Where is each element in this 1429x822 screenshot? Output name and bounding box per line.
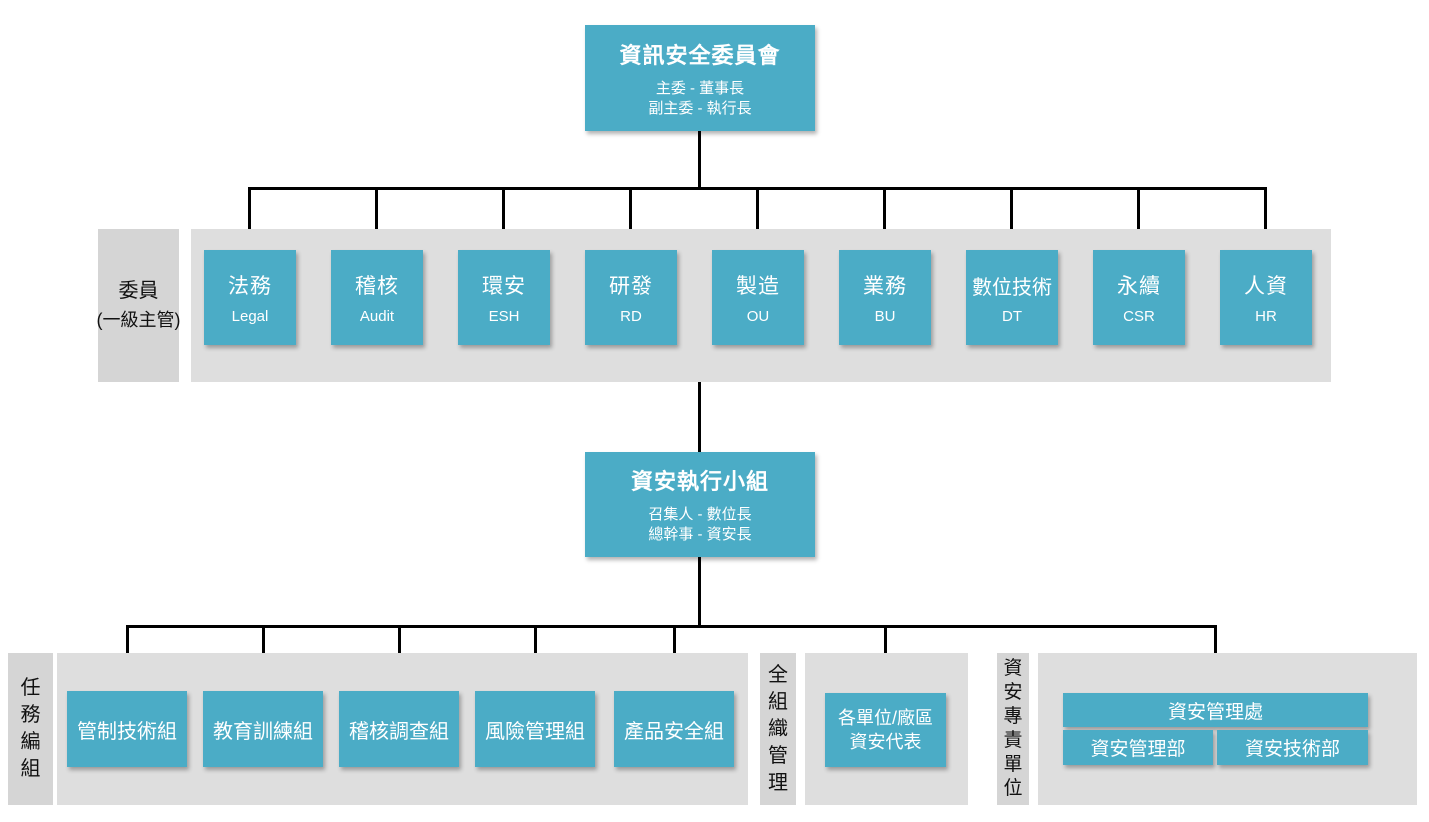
member-en: Legal bbox=[231, 308, 269, 325]
group-box-audit-investigation: 稽核調查組 bbox=[339, 691, 459, 767]
member-zh: 人資 bbox=[1244, 275, 1288, 298]
member-box-audit: 稽核 Audit bbox=[331, 250, 423, 345]
rep-line1: 各單位/廠區 bbox=[837, 708, 933, 728]
member-zh: 研發 bbox=[609, 275, 653, 298]
group-label: 稽核調查組 bbox=[349, 720, 449, 743]
member-en: RD bbox=[620, 308, 642, 325]
connector-member-drop bbox=[1264, 187, 1267, 251]
rep-box: 各單位/廠區 資安代表 bbox=[825, 693, 946, 767]
rep-line2: 資安代表 bbox=[849, 732, 922, 752]
member-box-dt: 數位技術 DT bbox=[966, 250, 1058, 345]
group-label: 產品安全組 bbox=[624, 720, 724, 743]
connector-exec-drop bbox=[698, 557, 701, 628]
connector-band-to-exec bbox=[698, 382, 701, 453]
group-box-product-security: 產品安全組 bbox=[614, 691, 734, 767]
subdept-box-security-technology: 資安技術部 bbox=[1217, 730, 1368, 765]
connector-top-box-drop bbox=[698, 131, 701, 190]
member-en: ESH bbox=[488, 308, 520, 325]
member-box-hr: 人資 HR bbox=[1220, 250, 1312, 345]
member-en: HR bbox=[1255, 308, 1277, 325]
member-box-bu: 業務 BU bbox=[839, 250, 931, 345]
committee-title: 資訊安全委員會 bbox=[619, 42, 781, 68]
exec-team-secretary: 總幹事 - 資安長 bbox=[648, 526, 752, 543]
member-zh: 業務 bbox=[863, 275, 907, 298]
member-en: Audit bbox=[359, 308, 395, 325]
member-zh: 製造 bbox=[736, 275, 780, 298]
connector-member-drop bbox=[883, 187, 886, 251]
member-zh: 稽核 bbox=[355, 275, 399, 298]
group-box-training: 教育訓練組 bbox=[203, 691, 323, 767]
member-zh: 永續 bbox=[1117, 275, 1161, 298]
dedicated-unit-label-box: 資安專責單位 bbox=[997, 653, 1029, 805]
members-label-line1: 委員 bbox=[118, 279, 159, 302]
dedicated-unit-label: 資安專責單位 bbox=[1003, 658, 1023, 799]
dedicated-unit-band bbox=[1038, 653, 1417, 805]
member-en: CSR bbox=[1123, 308, 1155, 325]
connector-member-drop bbox=[375, 187, 378, 251]
exec-team-title: 資安執行小組 bbox=[630, 469, 769, 494]
member-en: BU bbox=[874, 308, 896, 325]
member-zh: 環安 bbox=[482, 275, 526, 298]
dept-box-security-management-division: 資安管理處 bbox=[1063, 693, 1368, 727]
dept-label: 資安管理處 bbox=[1167, 701, 1263, 723]
member-box-rd: 研發 RD bbox=[585, 250, 677, 345]
connector-member-drop bbox=[629, 187, 632, 251]
members-row-label-box: 委員 (一級主管) bbox=[96, 229, 181, 382]
task-force-label-box: 任務編組 bbox=[8, 653, 53, 805]
member-zh: 數位技術 bbox=[972, 276, 1052, 299]
connector-bottom-rail bbox=[126, 625, 1217, 628]
committee-box: 資訊安全委員會 主委 - 董事長 副主委 - 執行長 bbox=[585, 25, 815, 131]
member-zh: 法務 bbox=[228, 275, 272, 298]
subdept-label: 資安技術部 bbox=[1244, 739, 1340, 760]
member-box-legal: 法務 Legal bbox=[204, 250, 296, 345]
members-label-line2: (一級主管) bbox=[96, 309, 181, 330]
member-en: OU bbox=[746, 308, 770, 325]
group-box-control-tech: 管制技術組 bbox=[67, 691, 187, 767]
connector-member-drop bbox=[1137, 187, 1140, 251]
org-wide-label: 全組織管理 bbox=[768, 663, 788, 794]
org-wide-label-box: 全組織管理 bbox=[760, 653, 796, 805]
group-box-risk-management: 風險管理組 bbox=[475, 691, 595, 767]
connector-member-drop bbox=[756, 187, 759, 251]
member-en: DT bbox=[1002, 307, 1022, 325]
connector-member-drop bbox=[1010, 187, 1013, 251]
exec-team-box: 資安執行小組 召集人 - 數位長 總幹事 - 資安長 bbox=[585, 452, 815, 557]
subdept-label: 資安管理部 bbox=[1090, 739, 1186, 760]
connector-member-drop bbox=[502, 187, 505, 251]
group-label: 教育訓練組 bbox=[213, 720, 313, 743]
member-box-csr: 永續 CSR bbox=[1093, 250, 1185, 345]
committee-vice-chair: 副主委 - 執行長 bbox=[648, 99, 752, 117]
group-label: 風險管理組 bbox=[485, 720, 585, 743]
committee-chair: 主委 - 董事長 bbox=[655, 79, 745, 97]
member-box-ou: 製造 OU bbox=[712, 250, 804, 345]
task-force-label: 任務編組 bbox=[20, 677, 41, 780]
connector-member-drop bbox=[248, 187, 251, 251]
member-box-esh: 環安 ESH bbox=[458, 250, 550, 345]
exec-team-convener: 召集人 - 數位長 bbox=[648, 506, 752, 523]
subdept-box-security-management: 資安管理部 bbox=[1063, 730, 1213, 765]
group-label: 管制技術組 bbox=[77, 720, 177, 743]
